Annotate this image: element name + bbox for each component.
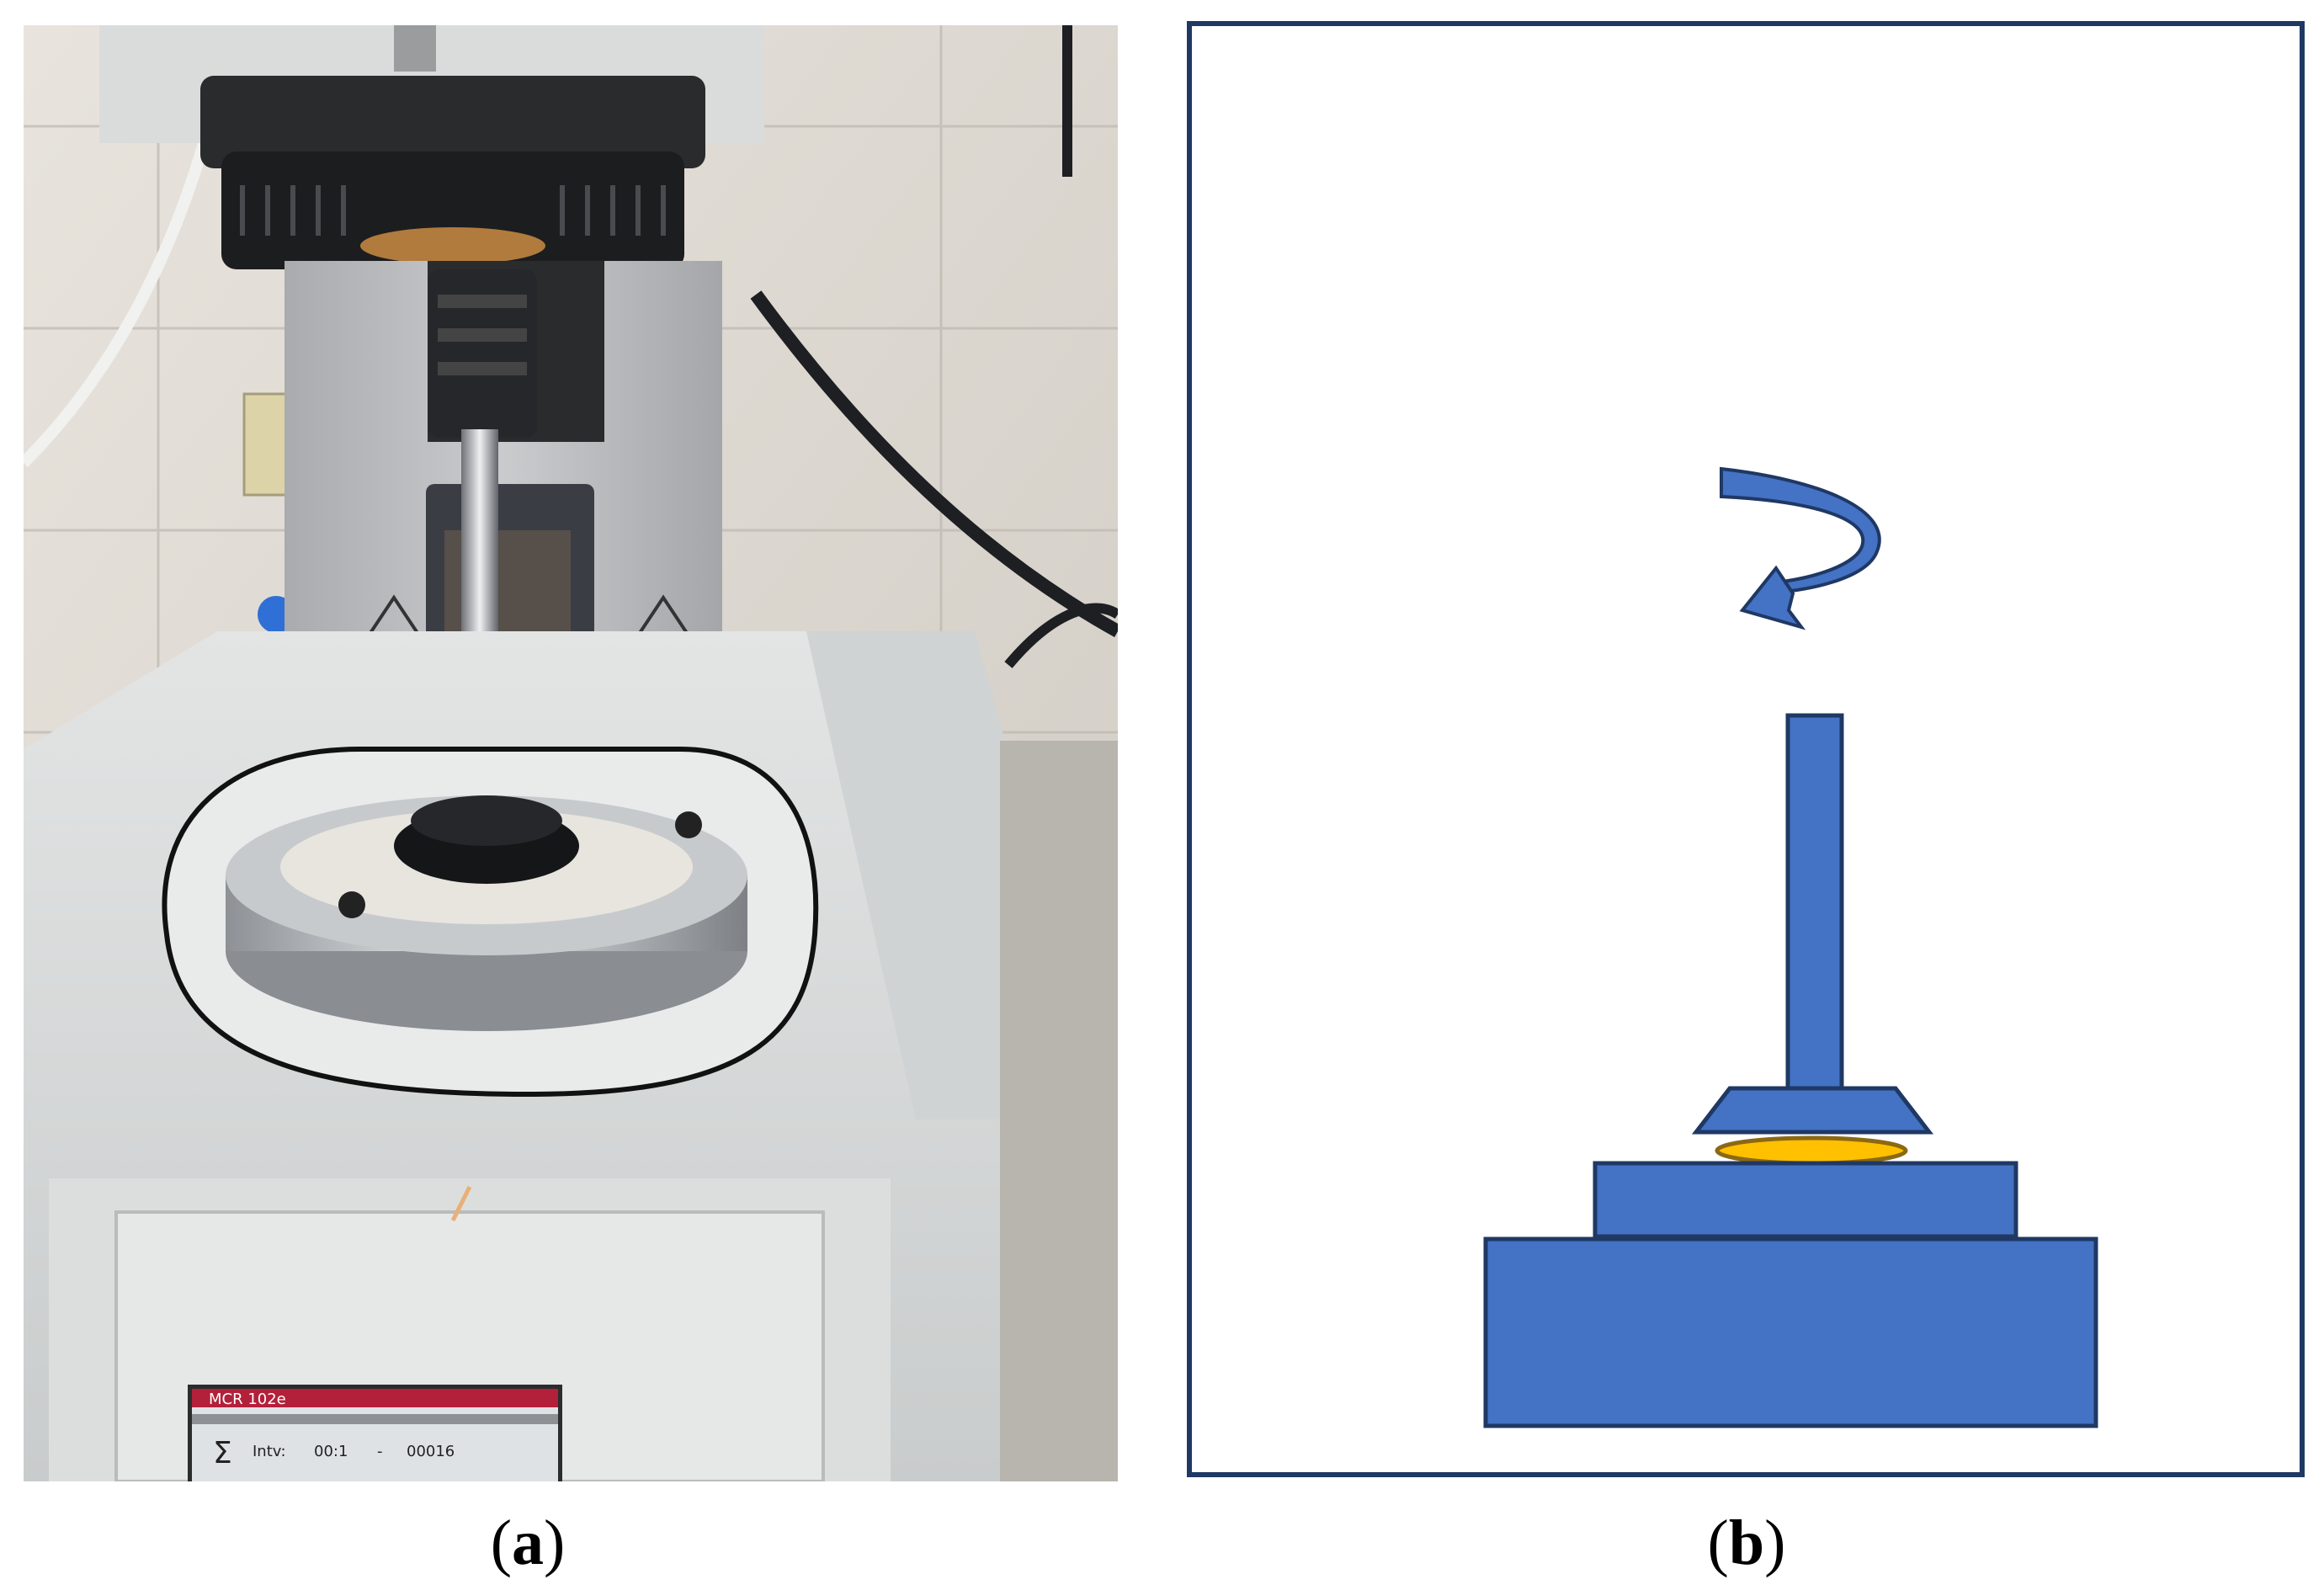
lcd-value-2: 00016 bbox=[407, 1443, 455, 1460]
rotation-arrow-icon bbox=[1720, 466, 1881, 630]
sample bbox=[1715, 1135, 1908, 1166]
schematic-diagram bbox=[1187, 21, 2305, 1477]
caption-b: (b) bbox=[1707, 1508, 1786, 1578]
svg-text:-: - bbox=[377, 1443, 383, 1460]
lcd-model-label: MCR 102e bbox=[209, 1391, 286, 1408]
upper-plate bbox=[1691, 1086, 1934, 1135]
lcd-row-label: Intv: bbox=[253, 1443, 286, 1460]
panel-a-photo: MCR 102e Σ Intv: 00:1 - 00016 bbox=[24, 25, 1118, 1481]
spindle-shaft bbox=[1785, 713, 1844, 1114]
base-block bbox=[1483, 1236, 2098, 1428]
caption-a: (a) bbox=[490, 1508, 566, 1578]
sigma-icon: Σ bbox=[213, 1436, 232, 1470]
lcd-value-1: 00:1 bbox=[314, 1443, 348, 1460]
rheometer-photo: MCR 102e Σ Intv: 00:1 - 00016 bbox=[24, 25, 1118, 1481]
panel-b-schematic bbox=[1187, 21, 2305, 1477]
lower-plate bbox=[1593, 1161, 2018, 1239]
